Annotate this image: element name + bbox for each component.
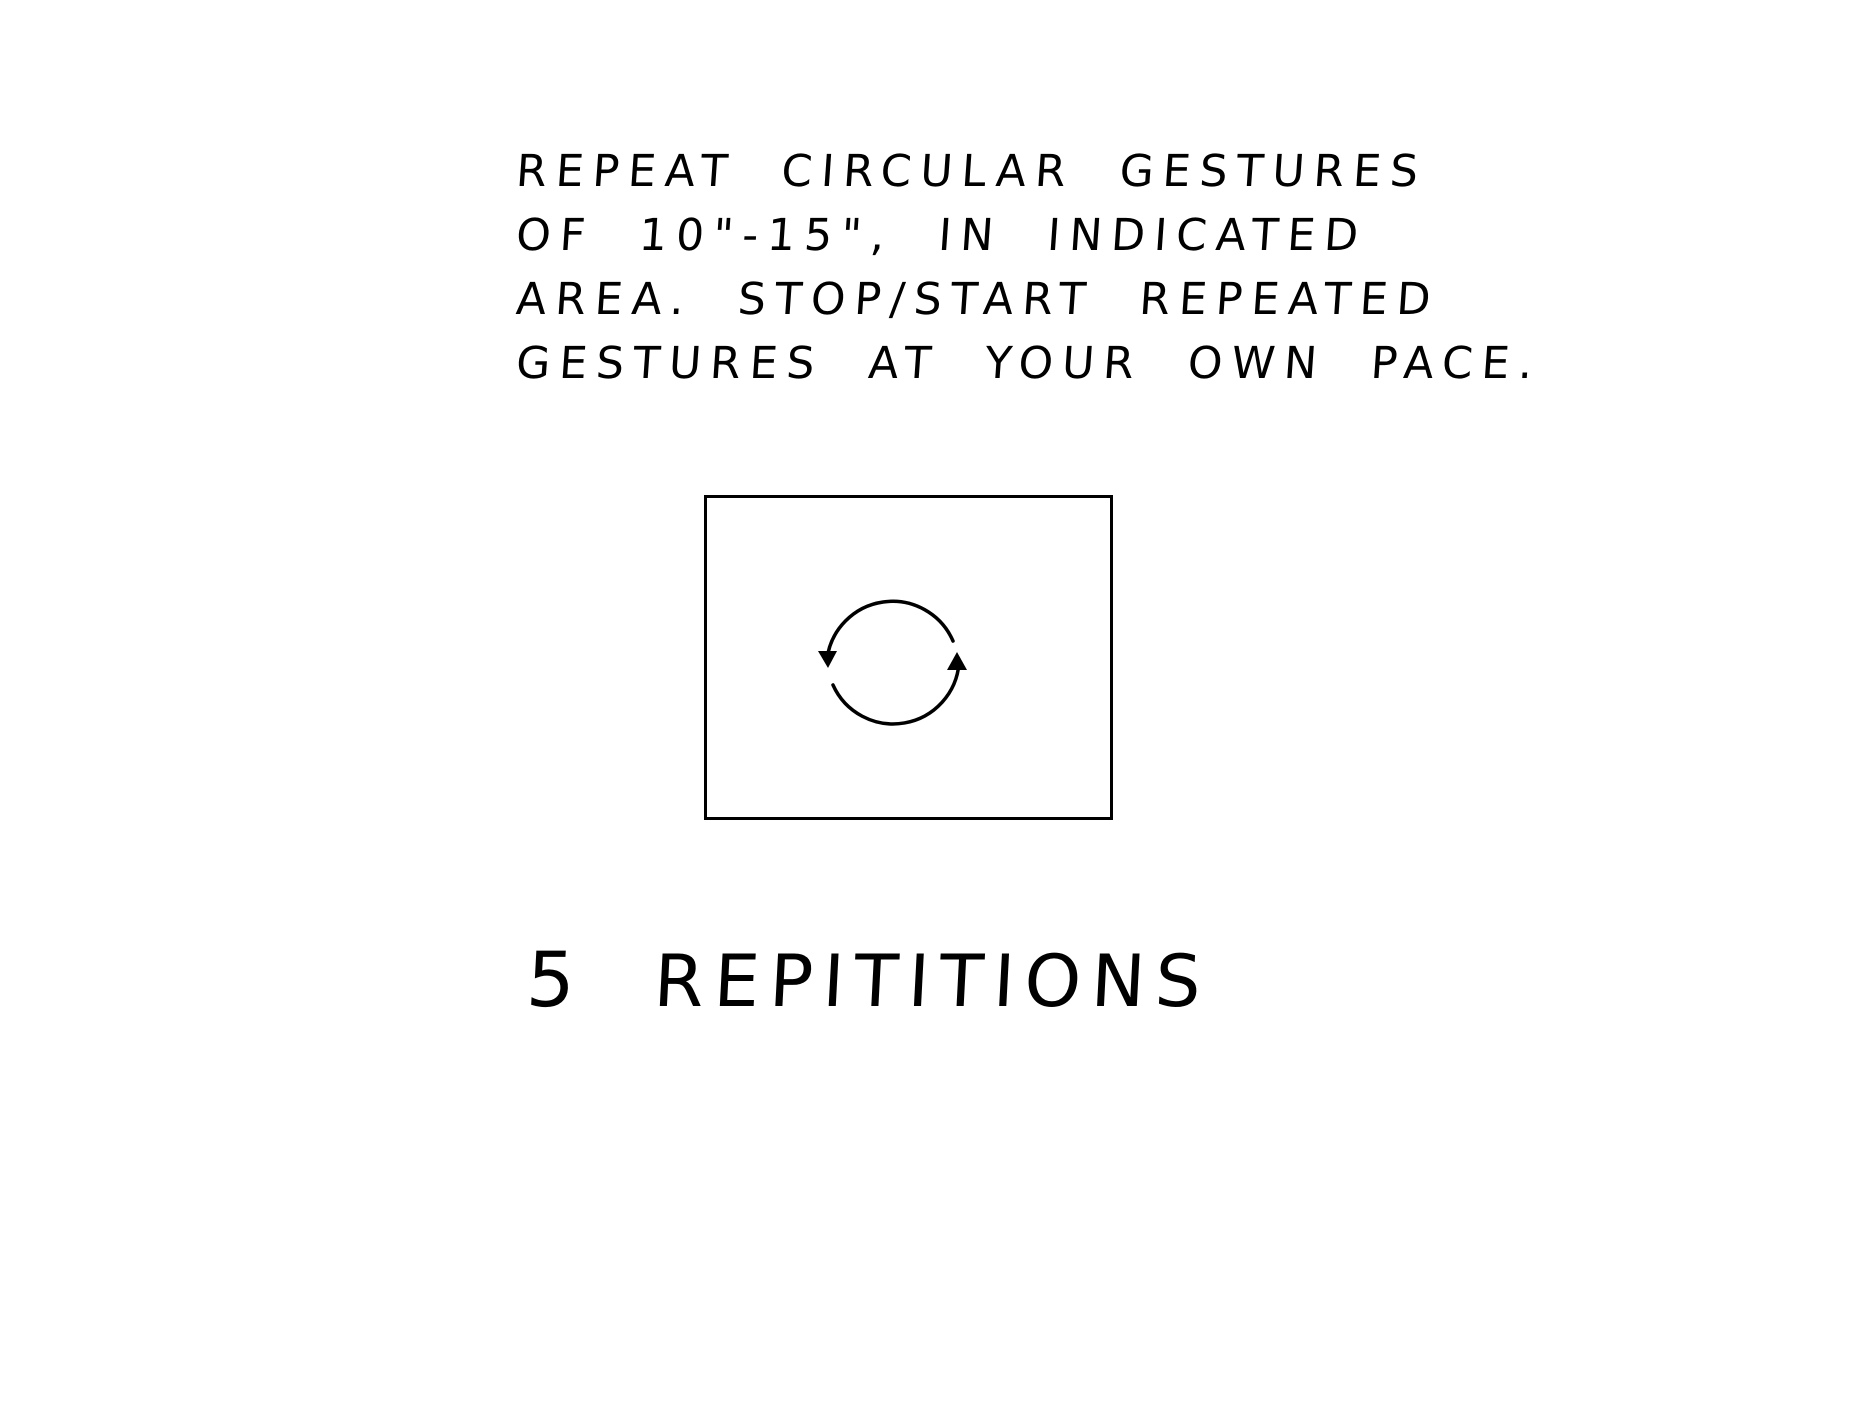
instruction-line: AREA. STOP/START REPEATED bbox=[514, 274, 1442, 325]
instruction-line: GESTURES AT YOUR OWN PACE. bbox=[514, 338, 1544, 389]
repetition-label: REPITITIONS bbox=[651, 939, 1214, 1023]
instruction-line: REPEAT CIRCULAR GESTURES bbox=[514, 146, 1429, 197]
instruction-line: OF 10"-15", IN INDICATED bbox=[514, 210, 1369, 261]
gesture-instructions: REPEAT CIRCULAR GESTURES OF 10"-15", IN … bbox=[514, 140, 1543, 396]
lower-arc bbox=[831, 661, 961, 726]
left-arrowhead bbox=[818, 651, 837, 668]
upper-arc bbox=[825, 599, 955, 661]
indicated-gesture-area[interactable] bbox=[704, 495, 1113, 820]
right-arrowhead bbox=[947, 652, 967, 670]
repetition-count: 5 bbox=[524, 935, 578, 1024]
circular-arrows-icon bbox=[818, 599, 967, 726]
repetitions-note: 5 REPITITIONS bbox=[524, 930, 1214, 1030]
